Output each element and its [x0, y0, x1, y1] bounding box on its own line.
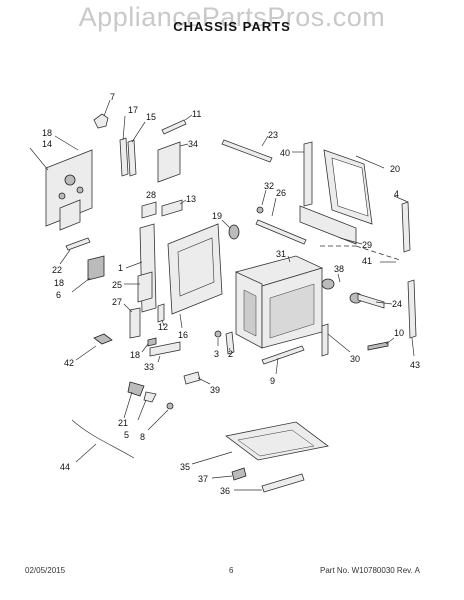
part-3	[214, 330, 222, 346]
callout-27: 27	[112, 297, 122, 307]
callout-21: 21	[118, 418, 128, 428]
watermark: AppliancePartsPros.com	[78, 2, 386, 32]
callout-42: 42	[64, 358, 74, 368]
part-20	[323, 149, 385, 225]
part-31	[234, 255, 324, 349]
callout-40: 40	[280, 148, 290, 158]
callout-7: 7	[110, 92, 115, 102]
callout-15: 15	[146, 112, 156, 122]
part-24	[357, 293, 393, 309]
part-42	[75, 333, 113, 361]
callout-35: 35	[180, 462, 190, 472]
callout-12: 12	[158, 322, 168, 332]
part-17	[119, 115, 129, 177]
callout-13: 13	[186, 194, 196, 204]
callout-18-c: 18	[130, 350, 140, 360]
part-40	[292, 141, 313, 207]
callout-29: 29	[362, 240, 372, 250]
callout-10: 10	[394, 328, 404, 338]
callout-23: 23	[268, 130, 278, 140]
callout-11: 11	[192, 109, 201, 119]
part-28	[141, 201, 157, 219]
part-14	[29, 135, 93, 231]
part-39	[183, 371, 211, 385]
callout-37: 37	[198, 474, 208, 484]
callout-44: 44	[60, 462, 70, 472]
callout-16: 16	[178, 330, 188, 340]
callout-19: 19	[212, 211, 222, 221]
part-26	[255, 197, 307, 245]
callout-32: 32	[264, 181, 274, 191]
callout-18-b: 18	[54, 278, 64, 288]
callout-25: 25	[112, 280, 122, 290]
part-33	[149, 341, 181, 363]
part-13	[161, 199, 187, 217]
part-4	[393, 195, 411, 253]
footer-date: 02/05/2015	[25, 566, 66, 575]
part-2	[225, 331, 235, 355]
callout-33: 33	[144, 362, 154, 372]
part-9	[261, 345, 305, 375]
callout-14: 14	[42, 139, 52, 149]
callout-39: 39	[210, 385, 220, 395]
callout-28: 28	[146, 190, 156, 200]
part-38	[321, 273, 363, 304]
callout-6: 6	[56, 290, 61, 300]
part-12	[157, 303, 165, 327]
callout-31: 31	[276, 249, 286, 259]
callout-34: 34	[188, 139, 198, 149]
part-11	[161, 114, 193, 135]
footer-page-number: 6	[229, 566, 234, 575]
part-16	[167, 223, 223, 329]
callout-17: 17	[128, 105, 138, 115]
part-19	[221, 219, 240, 240]
callout-1: 1	[118, 263, 123, 273]
callout-26: 26	[276, 188, 286, 198]
callout-24: 24	[392, 299, 402, 309]
part-21	[123, 381, 145, 419]
part-29	[299, 205, 363, 245]
part-36	[234, 473, 305, 493]
part-22	[59, 237, 91, 265]
part-18-lower	[141, 337, 157, 353]
callout-36: 36	[220, 486, 230, 496]
callout-22: 22	[52, 265, 62, 275]
page-title: CHASSIS PARTS	[173, 19, 291, 34]
part-44	[71, 419, 135, 463]
callout-labels: 7 11 17 15 18 14 34 23 40 20 32 26 28 13…	[42, 92, 420, 496]
part-34	[157, 141, 189, 183]
part-15	[127, 121, 146, 177]
part-32	[256, 189, 267, 214]
callout-30: 30	[350, 354, 360, 364]
part-8	[147, 402, 174, 431]
part-23	[221, 135, 273, 163]
part-27	[123, 303, 141, 339]
part-30	[321, 323, 351, 357]
part-43	[407, 279, 417, 357]
callout-18: 18	[42, 128, 52, 138]
part-6	[71, 255, 105, 293]
callout-43: 43	[410, 360, 420, 370]
footer-part-number: Part No. W10780030 Rev. A	[320, 566, 420, 575]
callout-20: 20	[390, 164, 400, 174]
part-10	[367, 337, 395, 351]
callout-2: 2	[228, 349, 233, 359]
callout-38: 38	[334, 264, 344, 274]
callout-3: 3	[214, 349, 219, 359]
callout-9: 9	[270, 376, 275, 386]
part-37	[211, 467, 247, 481]
part-25	[124, 271, 153, 303]
part-35	[191, 421, 329, 465]
callout-41: 41	[362, 256, 372, 266]
part-5	[137, 391, 157, 421]
part-7	[93, 99, 111, 129]
callout-4: 4	[394, 189, 399, 199]
callout-8: 8	[140, 432, 145, 442]
callout-5: 5	[124, 430, 129, 440]
